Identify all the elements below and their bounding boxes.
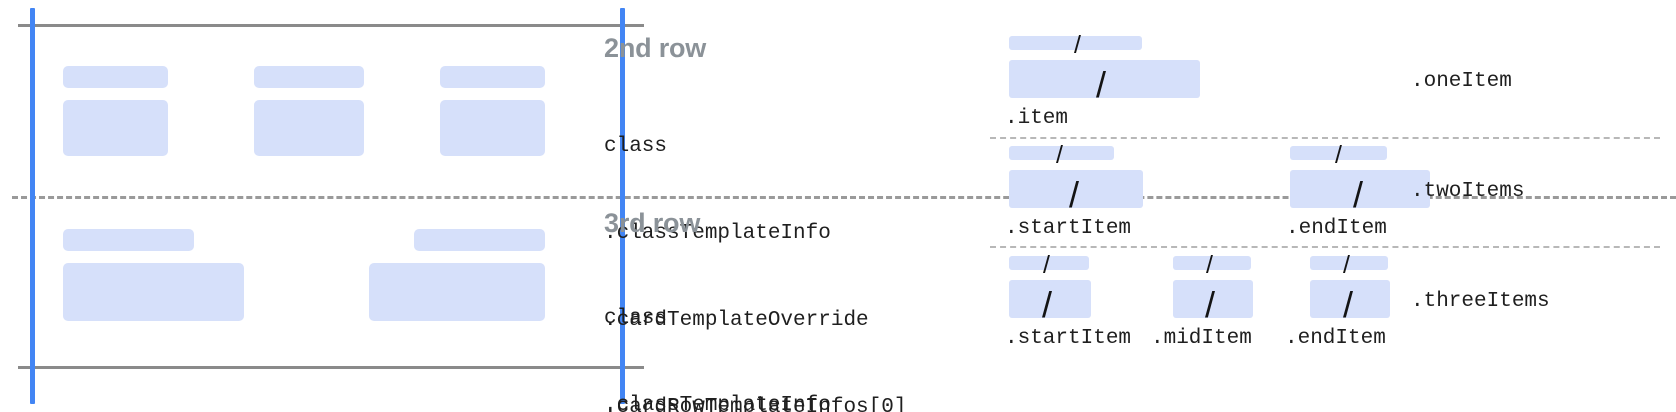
cell-body-placeholder (63, 263, 244, 321)
code-line: .classTemplateInfo (604, 394, 831, 412)
code-line: class (604, 307, 668, 330)
slot-main-bar (1009, 170, 1143, 208)
slot-label: .startItem (1005, 327, 1132, 350)
code-line: class (604, 135, 668, 158)
end-item-slot: / / (1290, 143, 1430, 213)
slot-top-bar (1310, 256, 1388, 270)
layout-divider-rule (990, 137, 1660, 139)
code-line: .cardTemplateOverride (604, 309, 869, 332)
code-line: .cardRowTemplateInfos[0] (604, 396, 907, 412)
slot-main-bar (1310, 280, 1390, 318)
layout-group-label: .oneItem (1411, 70, 1512, 93)
slot-top-bar (1009, 36, 1142, 50)
slot-main-bar (1173, 280, 1253, 318)
row-code-path: class .classTemplateInfo .cardTemplateOv… (604, 74, 906, 412)
slot-label: .startItem (1005, 217, 1132, 240)
start-item-slot: / / (1009, 143, 1149, 213)
row-divider-rule (12, 196, 1676, 199)
layout-group-label: .twoItems (1411, 180, 1525, 203)
slot-top-bar (1009, 256, 1089, 270)
slot-main-bar (1009, 60, 1200, 98)
slot-label: .endItem (1286, 217, 1387, 240)
cell-title-placeholder (254, 66, 364, 88)
bottom-boundary-rule (18, 366, 644, 369)
end-item-slot: / / (1310, 253, 1405, 323)
start-item-slot: / / (1009, 253, 1104, 323)
cell-title-placeholder (414, 229, 545, 251)
slot-top-bar (1290, 146, 1387, 160)
right-guide-line (620, 8, 625, 404)
slot-main-bar (1290, 170, 1430, 208)
cell-title-placeholder (440, 66, 545, 88)
slot-label: .midItem (1151, 327, 1252, 350)
row-code-path: class .classTemplateInfo .cardTemplateOv… (604, 246, 906, 412)
cell-body-placeholder (63, 100, 168, 156)
row-title: 2nd row (604, 33, 707, 63)
layout-group-label: .threeItems (1411, 290, 1550, 313)
cell-body-placeholder (440, 100, 545, 156)
slot-top-bar (1173, 256, 1251, 270)
cell-body-placeholder (254, 100, 364, 156)
slot-label: .endItem (1285, 327, 1386, 350)
slot-main-bar (1009, 280, 1091, 318)
item-slot: / / (1009, 33, 1209, 103)
mid-item-slot: / / (1173, 253, 1268, 323)
code-line: .classTemplateInfo (604, 222, 831, 245)
top-boundary-rule (18, 24, 644, 27)
layout-divider-rule (990, 246, 1660, 248)
slot-label: .item (1005, 107, 1069, 130)
cell-title-placeholder (63, 66, 168, 88)
left-guide-line (30, 8, 35, 404)
slot-top-bar (1009, 146, 1114, 160)
cell-body-placeholder (369, 263, 545, 321)
row-title: 3rd row (604, 208, 701, 238)
cell-title-placeholder (63, 229, 194, 251)
